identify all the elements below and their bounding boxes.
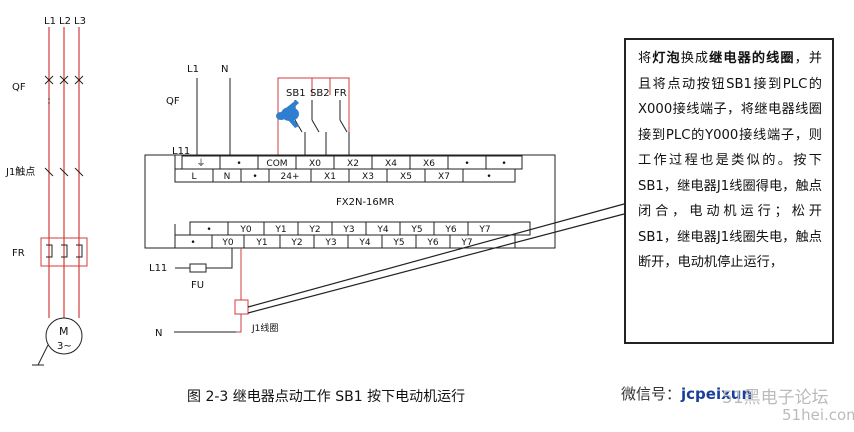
wechat-watermark: 微信号：jcpeixun	[621, 383, 752, 404]
output-top-2: Y1	[274, 225, 286, 235]
motor-label: M	[59, 325, 69, 338]
output-bottom-6: Y5	[392, 238, 404, 248]
output-top-3: Y2	[308, 225, 320, 235]
plc-qf-label: QF	[166, 96, 180, 107]
plc-n-label: N	[221, 64, 228, 75]
output-top-7: Y6	[444, 225, 456, 235]
output-top-0: •	[206, 225, 211, 235]
switch-label-fr: FR	[334, 88, 347, 99]
input-top-6: X6	[423, 159, 435, 169]
forum-watermark: 51黑电子论坛	[722, 388, 829, 408]
plc-l11-bottom-label: L11	[149, 263, 167, 274]
input-bottom-2: •	[252, 172, 257, 182]
output-bottom-1: Y0	[221, 238, 233, 248]
input-top-8: •	[501, 159, 506, 169]
input-bottom-4: X1	[324, 172, 336, 182]
site-watermark: 51hei.com	[782, 406, 854, 424]
callout-lead: 将	[638, 51, 653, 66]
output-terminal-block	[174, 221, 531, 249]
coil-label: J1线圈	[251, 322, 278, 334]
output-top-1: Y0	[239, 225, 251, 235]
callout-bulb: 灯泡	[652, 51, 681, 66]
output-top-6: Y5	[410, 225, 422, 235]
output-top-5: Y4	[376, 225, 388, 235]
input-top-5: X4	[385, 159, 397, 169]
output-bottom-2: Y1	[255, 238, 267, 248]
input-bottom-8: •	[486, 172, 491, 182]
phase-label-l1: L1	[44, 16, 56, 27]
output-bottom-8: Y7	[460, 238, 472, 248]
switch-label-sb1: SB1	[286, 88, 306, 99]
input-bottom-0: L	[191, 172, 196, 182]
qf-label-left: QF	[12, 82, 26, 93]
wechat-label: 微信号：	[621, 385, 682, 403]
input-bottom-1: N	[224, 172, 231, 182]
n-bottom-label: N	[155, 328, 162, 339]
input-top-3: X0	[309, 159, 321, 169]
explanation-callout: 将灯泡换成继电器的线圈，并且将点动按钮SB1接到PLC的X000接线端子，将继电…	[624, 38, 834, 344]
j1-contact-label: J1触点	[5, 165, 35, 178]
callout-text: ，并且将点动按钮SB1接到PLC的X000接线端子，将继电器线圈接到PLC的Y0…	[638, 51, 822, 270]
output-bottom-3: Y2	[290, 238, 302, 248]
output-top-4: Y3	[342, 225, 354, 235]
input-top-7: •	[464, 159, 469, 169]
fuse-label: FU	[191, 280, 204, 291]
plc-l11-top-label: L11	[172, 146, 190, 157]
input-bottom-5: X3	[362, 172, 374, 182]
motor-sublabel: 3~	[57, 341, 72, 352]
output-bottom-5: Y4	[358, 238, 370, 248]
figure-caption: 图 2-3 继电器点动工作 SB1 按下电动机运行	[187, 389, 466, 405]
input-bottom-6: X5	[400, 172, 412, 182]
output-bottom-7: Y6	[426, 238, 438, 248]
input-top-0: ⏚	[196, 158, 205, 169]
plc-model-label: FX2N-16MR	[336, 197, 394, 208]
input-bottom-3: 24+	[281, 172, 300, 182]
input-terminal-block	[174, 155, 523, 183]
plc-l1-label: L1	[187, 64, 199, 75]
wechat-id: jcpeixun	[681, 385, 753, 403]
output-bottom-0: •	[190, 238, 195, 248]
fr-label-left: FR	[12, 248, 25, 259]
hand-cursor-icon	[276, 100, 299, 128]
input-top-2: COM	[266, 159, 287, 169]
output-top-8: Y7	[478, 225, 490, 235]
input-bottom-7: X7	[438, 172, 450, 182]
phase-label-l2: L2	[59, 16, 71, 27]
callout-relay: 继电器的线圈	[709, 51, 795, 66]
input-top-1: •	[236, 159, 241, 169]
output-bottom-4: Y3	[324, 238, 336, 248]
phase-label-l3: L3	[74, 16, 86, 27]
switch-label-sb2: SB2	[310, 88, 330, 99]
input-top-4: X2	[347, 159, 359, 169]
callout-mid: 换成	[680, 51, 710, 66]
